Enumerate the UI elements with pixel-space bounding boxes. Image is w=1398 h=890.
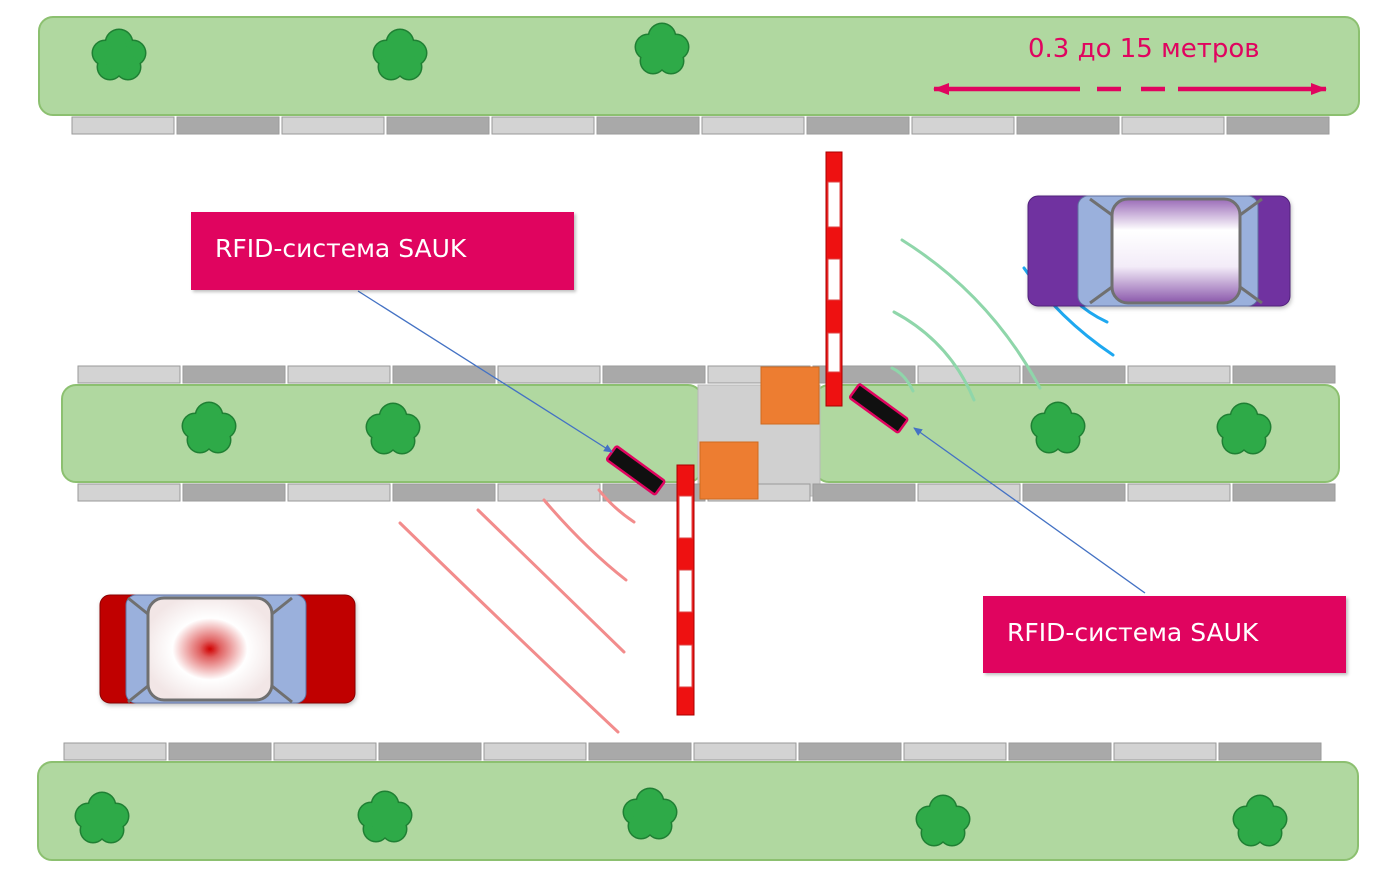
curb-segment: [798, 742, 902, 761]
curb-segment: [378, 742, 482, 761]
car-icon: [99, 594, 356, 704]
signal-wave-icon: [398, 521, 620, 734]
pointer-line-right: [913, 427, 1146, 594]
tree-icon: [372, 28, 428, 81]
curb-segment: [63, 742, 167, 761]
rfid-label-left: RFID-система SAUK: [191, 212, 574, 290]
barrier-icon: [676, 464, 695, 716]
curb-segment: [1232, 365, 1336, 384]
curb-segment: [903, 742, 1007, 761]
signal-wave-icon: [542, 498, 628, 582]
signal-wave-icon: [476, 508, 626, 654]
curb-segment: [77, 365, 181, 384]
tree-icon: [915, 794, 971, 847]
curb-segment: [1127, 365, 1231, 384]
curb-segment: [176, 116, 280, 135]
curb-segment: [1218, 742, 1322, 761]
curb-segment: [596, 116, 700, 135]
curb-segment: [1121, 116, 1225, 135]
curb-segment: [392, 365, 496, 384]
tree-icon: [74, 791, 130, 844]
rfid-reader-icon: [848, 383, 909, 434]
curb-segment: [693, 742, 797, 761]
tree-icon: [1030, 401, 1086, 454]
curb-segment: [1022, 483, 1126, 502]
tree-icon: [622, 787, 678, 840]
curb-segment: [1232, 483, 1336, 502]
curb-segment: [917, 483, 1021, 502]
car-icon: [1027, 195, 1291, 307]
curb-segment: [287, 365, 391, 384]
rfid-reader-icon: [605, 445, 666, 496]
curb-segment: [1127, 483, 1231, 502]
curb-segment: [1022, 365, 1126, 384]
trees: [74, 22, 1288, 847]
curb-segment: [1226, 116, 1330, 135]
lawn-top: [38, 16, 1360, 116]
tree-icon: [365, 402, 421, 455]
signal-wave-icon: [890, 366, 915, 393]
curb-segment: [812, 483, 916, 502]
checkpoint-post-upper: [760, 366, 820, 425]
curb-segment: [71, 116, 175, 135]
curb-segment: [483, 742, 587, 761]
curb-segment: [273, 742, 377, 761]
curb-segment: [911, 116, 1015, 135]
curbs: [63, 116, 1336, 761]
signal-wave-icon: [900, 238, 1042, 390]
curb-segment: [281, 116, 385, 135]
curb-segment: [1016, 116, 1120, 135]
tree-icon: [1216, 402, 1272, 455]
lawn-bottom: [37, 761, 1359, 861]
tree-icon: [1232, 794, 1288, 847]
signal-wave-icon: [597, 488, 636, 524]
pointer-line-left: [357, 290, 613, 453]
curb-segment: [491, 116, 595, 135]
curb-segment: [602, 365, 706, 384]
curb-segment: [588, 742, 692, 761]
tree-icon: [181, 401, 237, 454]
curb-segment: [182, 365, 286, 384]
tree-icon: [91, 28, 147, 81]
signal-wave-icon: [892, 310, 976, 402]
curb-segment: [1113, 742, 1217, 761]
tree-icon: [634, 22, 690, 75]
barrier-icon: [825, 151, 843, 407]
curb-segment: [497, 483, 601, 502]
curb-segment: [497, 365, 601, 384]
curb-segment: [77, 483, 181, 502]
curb-segment: [806, 116, 910, 135]
rfid-label-right: RFID-система SAUK: [983, 596, 1346, 673]
curb-segment: [386, 116, 490, 135]
curb-segment: [392, 483, 496, 502]
distance-label: 0.3 до 15 метров: [1028, 34, 1260, 64]
curb-segment: [917, 365, 1021, 384]
curb-segment: [168, 742, 272, 761]
checkpoint-post-lower: [699, 441, 759, 500]
curb-segment: [182, 483, 286, 502]
curb-segment: [1008, 742, 1112, 761]
curb-segment: [287, 483, 391, 502]
curb-segment: [701, 116, 805, 135]
barriers: [676, 151, 843, 716]
tree-icon: [357, 790, 413, 843]
